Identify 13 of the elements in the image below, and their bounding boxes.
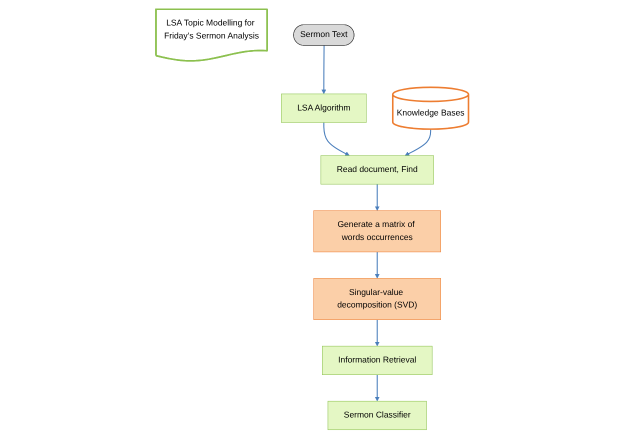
node-box: Sermon Classifier xyxy=(328,400,428,430)
arrow xyxy=(405,129,432,156)
arrow xyxy=(375,184,380,211)
node-box: Information Retrieval xyxy=(322,346,433,375)
node-box: Singular-value decomposition (SVD) xyxy=(314,278,442,320)
arrow xyxy=(375,252,380,279)
node-box: LSA Algorithm xyxy=(281,94,367,123)
arrow xyxy=(375,374,380,402)
node-box: Read document, Find xyxy=(320,155,434,184)
node-box: Generate a matrix of words occurrences xyxy=(314,210,442,252)
arrow xyxy=(375,320,380,346)
arrow xyxy=(324,122,350,156)
arrow xyxy=(322,46,326,94)
